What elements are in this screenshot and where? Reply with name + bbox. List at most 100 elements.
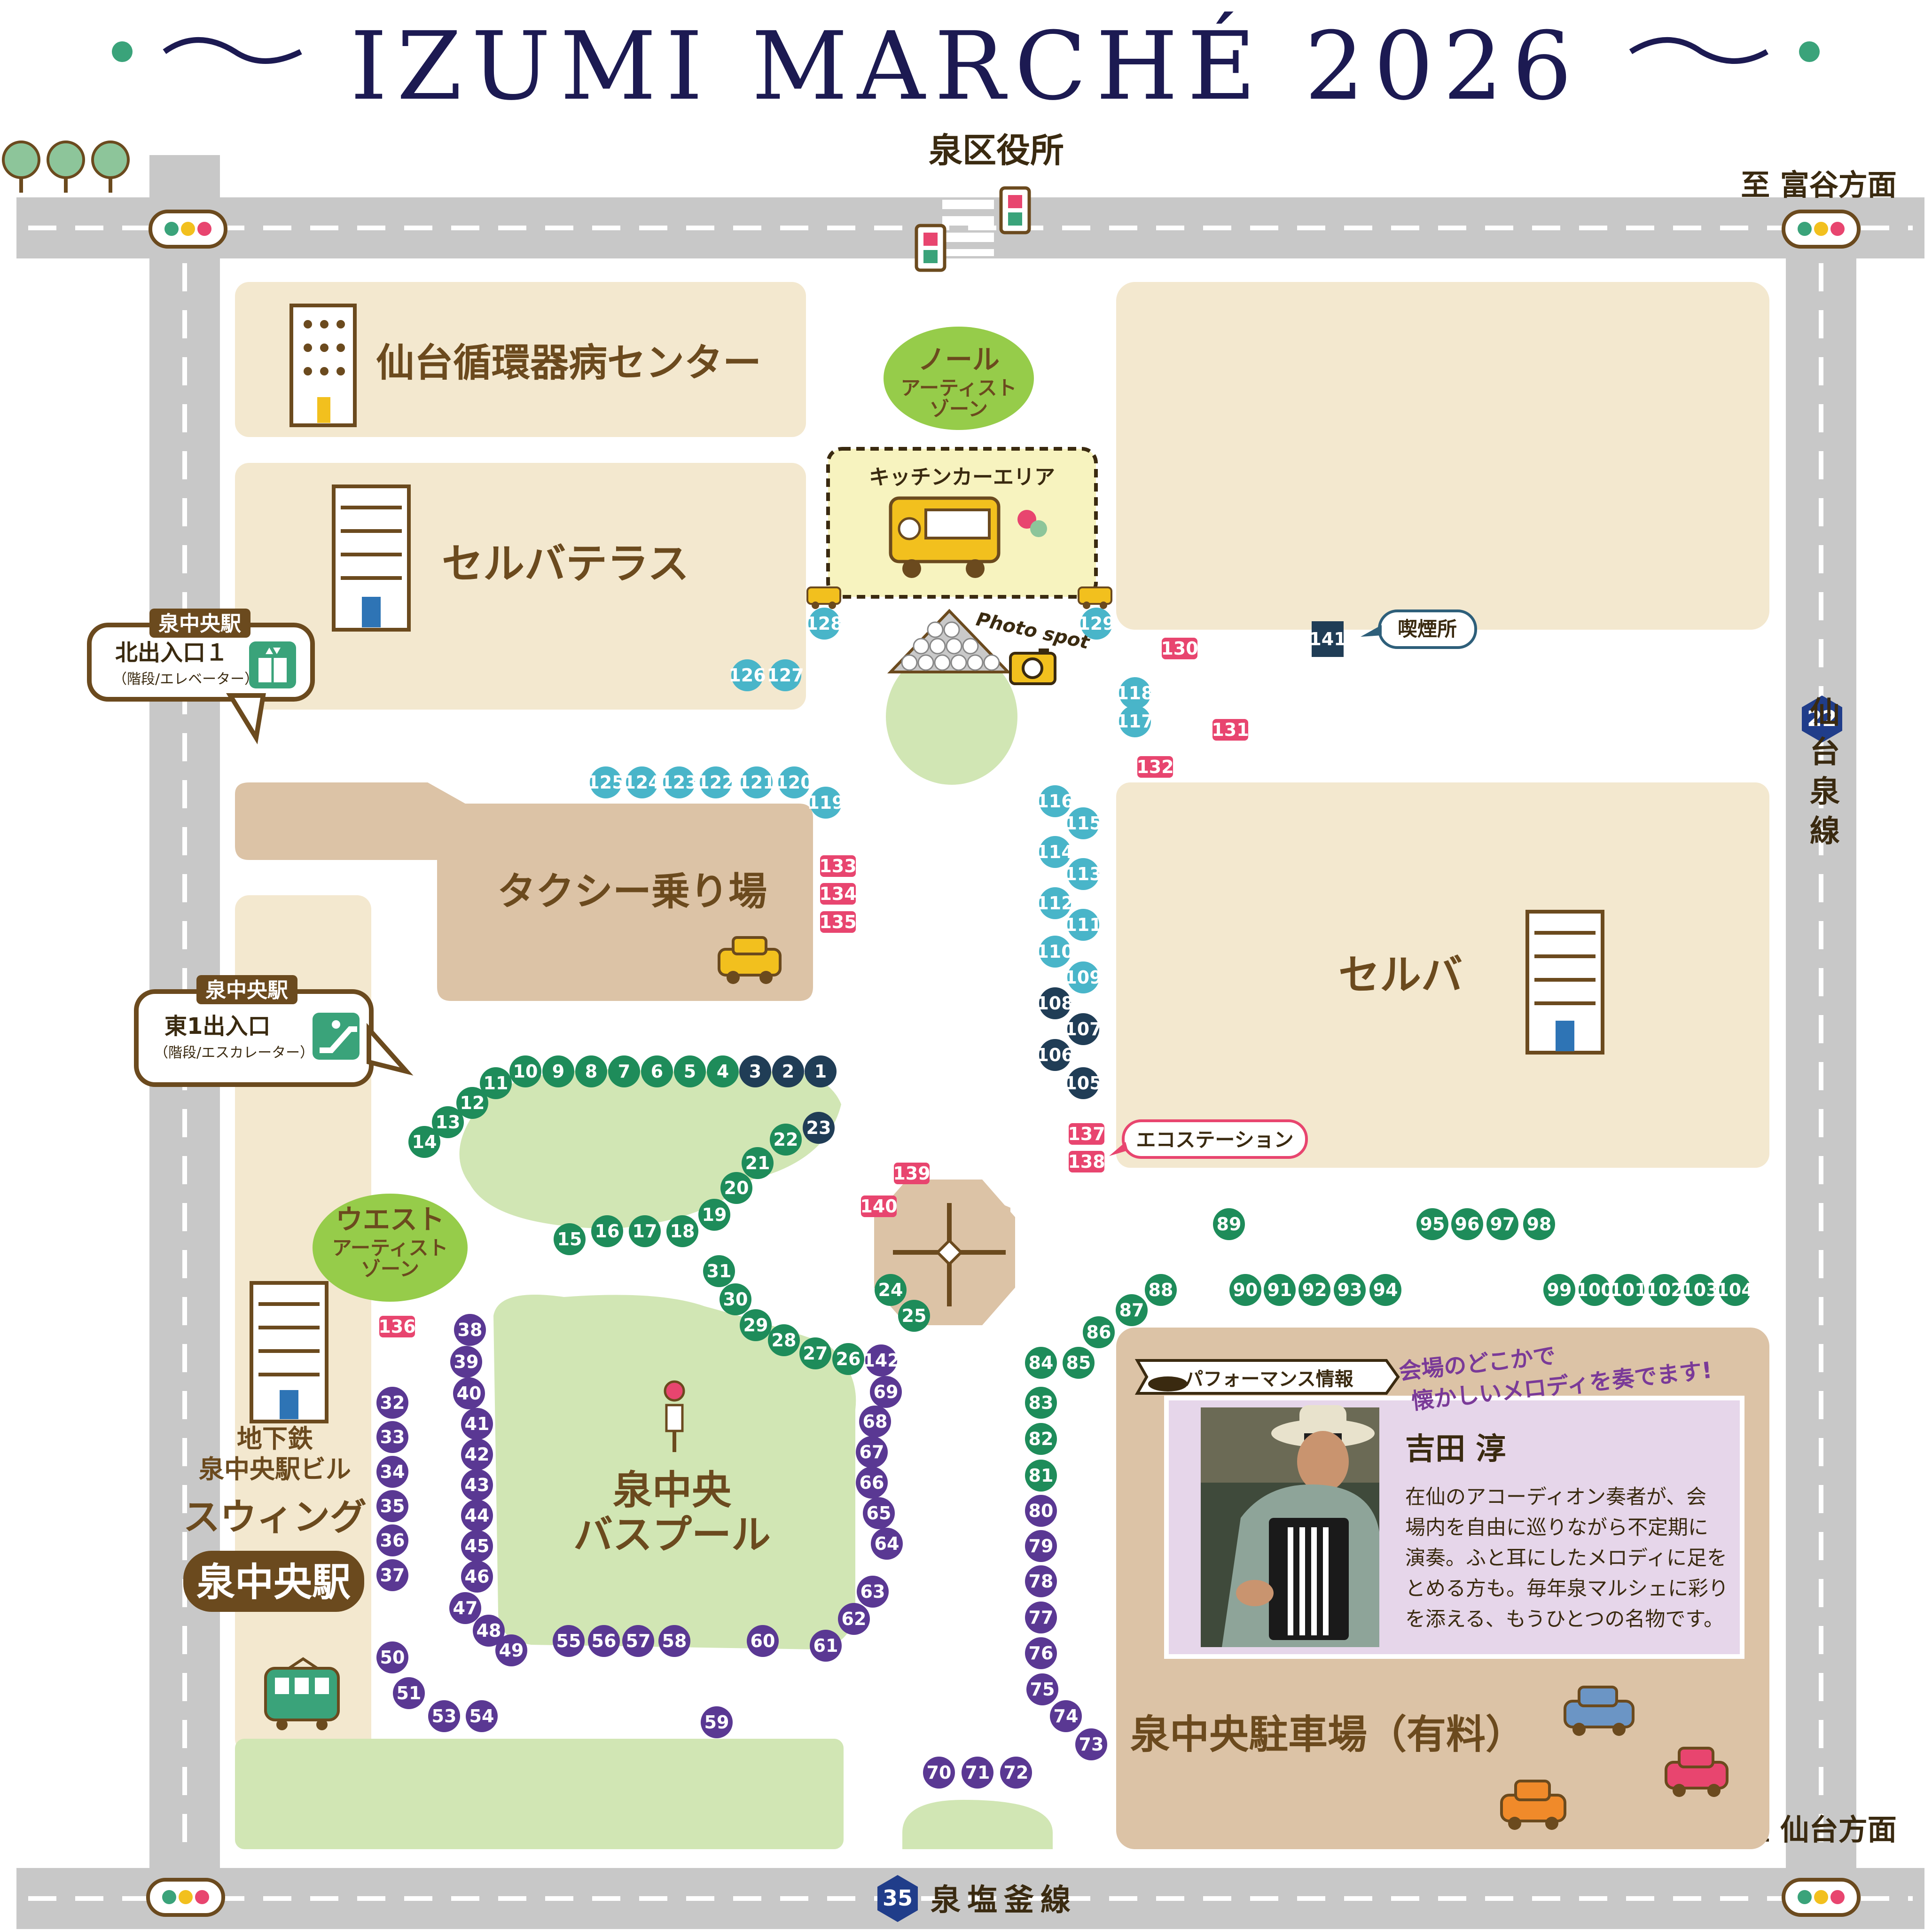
stall-number: 47 [453, 1598, 478, 1618]
stall-number: 95 [1420, 1214, 1445, 1235]
train-icon [264, 1657, 340, 1730]
stall-number: 35 [380, 1496, 405, 1516]
stall-71: 71 [962, 1757, 993, 1789]
stall-22: 22 [770, 1124, 802, 1156]
stall-number: 89 [1217, 1214, 1242, 1235]
stall-60: 60 [747, 1625, 779, 1657]
stall-118: 118 [1116, 677, 1154, 709]
office-building-icon [1525, 910, 1604, 1055]
northeast-direction-label: 至 富谷方面 [1741, 168, 1897, 202]
stall-number: 27 [803, 1343, 828, 1364]
stall-number: 87 [1119, 1300, 1144, 1321]
office-building-icon [289, 304, 357, 427]
plaza [874, 1180, 1015, 1325]
stall-number: 76 [1029, 1643, 1054, 1664]
svg-text:北出入口１: 北出入口１ [115, 640, 228, 666]
stall-84: 84 [1025, 1347, 1057, 1379]
cerva-label: セルバ [1338, 951, 1463, 999]
stall-76: 76 [1025, 1637, 1057, 1669]
stall-number: 123 [660, 772, 697, 793]
stall-number: 108 [1036, 993, 1073, 1014]
stall-6: 6 [641, 1055, 673, 1087]
stall-number: 139 [893, 1163, 930, 1184]
stall-114: 114 [1036, 836, 1074, 868]
stall-74: 74 [1050, 1700, 1082, 1732]
stall-140: 140 [860, 1196, 898, 1217]
stall-number: 101 [1610, 1280, 1647, 1300]
stall-100: 100 [1576, 1274, 1613, 1306]
stall-number: 77 [1029, 1607, 1054, 1628]
stall-number: 116 [1036, 791, 1073, 812]
stall-number: 86 [1087, 1322, 1111, 1343]
stall-23: 23 [803, 1112, 835, 1144]
stall-46: 46 [461, 1561, 493, 1593]
stall-number: 106 [1036, 1045, 1073, 1065]
stall-95: 95 [1416, 1208, 1448, 1240]
stall-number: 111 [1064, 914, 1102, 935]
stall-number: 130 [1161, 638, 1198, 659]
stall-13: 13 [432, 1106, 464, 1138]
stall-81: 81 [1025, 1460, 1057, 1492]
svg-text:エコステーション: エコステーション [1136, 1128, 1293, 1151]
stall-57: 57 [622, 1625, 654, 1657]
stall-number: 138 [1068, 1151, 1105, 1172]
stall-number: 40 [457, 1383, 482, 1404]
stall-number: 66 [860, 1472, 884, 1493]
stall-number: 82 [1029, 1429, 1054, 1449]
stall-number: 133 [819, 856, 856, 876]
stall-97: 97 [1486, 1208, 1518, 1240]
stall-number: 9 [552, 1061, 564, 1082]
stall-63: 63 [857, 1576, 889, 1608]
stall-number: 68 [863, 1411, 888, 1432]
stall-number: 124 [623, 772, 660, 793]
stall-41: 41 [461, 1408, 493, 1440]
tree-icon [91, 141, 130, 193]
stall-number: 34 [380, 1461, 405, 1482]
stall-number: 142 [862, 1350, 900, 1371]
stall-number: 90 [1233, 1280, 1258, 1300]
south-route-name: 泉塩釜線 [931, 1883, 1077, 1918]
stall-15: 15 [554, 1223, 586, 1255]
green-areas [235, 649, 1053, 1849]
stall-42: 42 [461, 1438, 493, 1470]
east-route-badge: 22 [1802, 695, 1842, 742]
stall-9: 9 [542, 1055, 574, 1087]
stall-29: 29 [740, 1309, 772, 1341]
svg-text:アーティスト: アーティスト [332, 1236, 448, 1259]
stall-number: 102 [1646, 1280, 1683, 1300]
stall-number: 104 [1716, 1280, 1753, 1300]
taxi-label: タクシー乗り場 [497, 869, 767, 914]
stall-48: 48 [473, 1615, 505, 1647]
small-food-truck-icon [806, 586, 841, 609]
stall-number: 140 [860, 1196, 897, 1217]
stall-number: 58 [662, 1631, 687, 1651]
stall-number: 16 [595, 1221, 620, 1242]
svg-text:ゾーン: ゾーン [361, 1258, 419, 1281]
elevator-icon [249, 641, 296, 688]
stall-number: 55 [556, 1631, 581, 1651]
stall-number: 78 [1029, 1571, 1054, 1592]
stall-8: 8 [575, 1055, 607, 1087]
stall-28: 28 [768, 1324, 800, 1356]
stall-116: 116 [1036, 785, 1074, 817]
stall-133: 133 [819, 855, 857, 877]
stall-130: 130 [1161, 638, 1198, 659]
stall-number: 38 [458, 1320, 483, 1340]
stall-number: 42 [465, 1444, 490, 1465]
svg-text:東1出入口: 東1出入口 [164, 1013, 270, 1039]
stall-77: 77 [1025, 1602, 1057, 1633]
stall-24: 24 [875, 1274, 907, 1306]
bus-stop-icon [664, 1380, 685, 1452]
performance-banner: パフォーマンス情報 [1134, 1359, 1400, 1395]
stall-58: 58 [658, 1625, 690, 1657]
stall-number: 45 [465, 1536, 490, 1556]
stall-132: 132 [1136, 756, 1174, 778]
eco-station-callout: エコステーション [1109, 1119, 1308, 1159]
east-exit-callout[interactable]: 泉中央駅 東1出入口 （階段/エスカレーター） [134, 975, 414, 1087]
stall-121: 121 [738, 766, 775, 798]
svg-text:パフォーマンス情報: パフォーマンス情報 [1184, 1368, 1353, 1390]
car-icon [1500, 1780, 1566, 1830]
stall-number: 10 [513, 1061, 538, 1082]
north-exit-callout[interactable]: 泉中央駅 北出入口１ （階段/エレベーター） [87, 609, 315, 745]
